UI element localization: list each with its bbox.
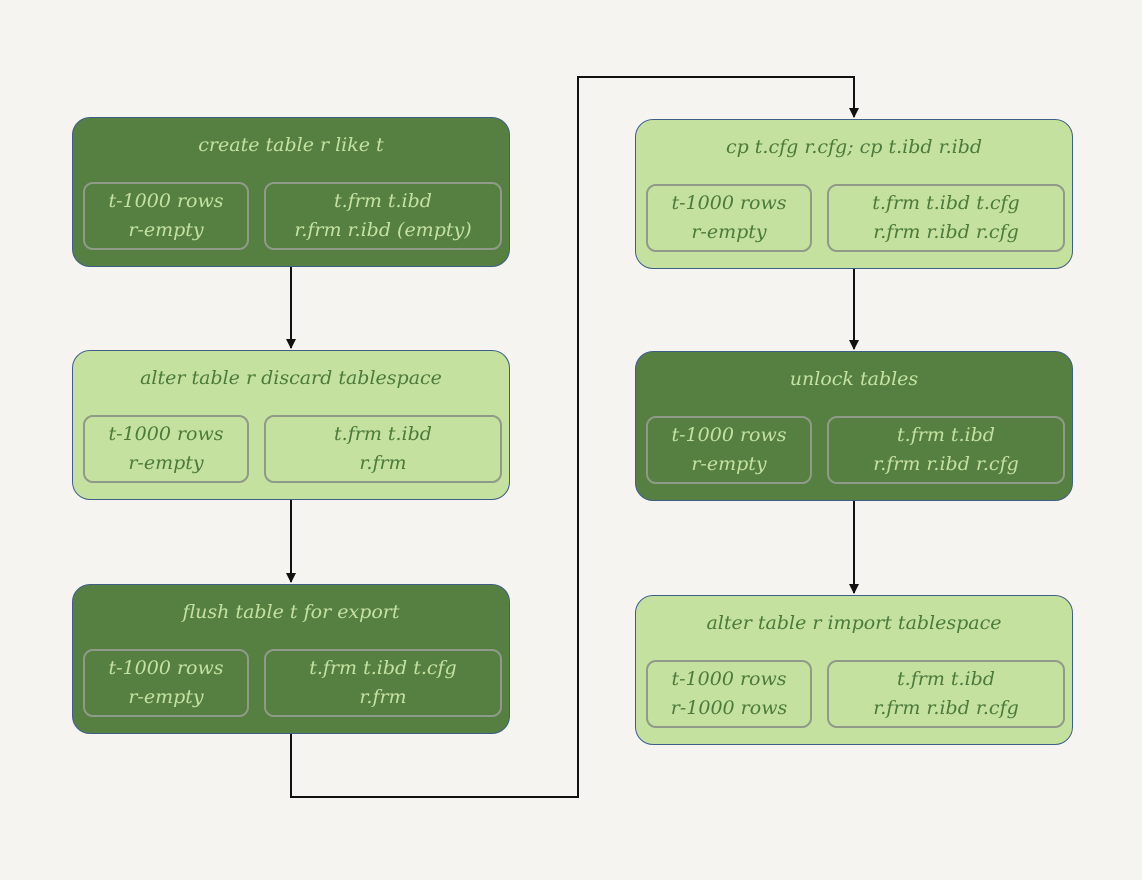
stage-right-panel: t.frm t.ibd r.frm r.ibd (empty) bbox=[264, 182, 502, 250]
stage-left-panel: t-1000 rows r-empty bbox=[646, 416, 812, 484]
panel-line: t-1000 rows bbox=[671, 668, 787, 690]
panel-line: r-1000 rows bbox=[670, 697, 788, 719]
arrow-flush-to-copy bbox=[290, 76, 859, 798]
stage-flush: flush table t for export t-1000 rows r-emp… bbox=[72, 584, 510, 734]
stage-unlock: unlock tables t-1000 rows r-empty t.frm t.i… bbox=[635, 351, 1073, 501]
stage-left-panel: t-1000 rows r-empty bbox=[83, 649, 249, 717]
panel-line: r-empty bbox=[128, 452, 204, 474]
panel-line: r-empty bbox=[691, 221, 767, 243]
panel-line: r.frm r.ibd r.cfg bbox=[873, 221, 1019, 243]
stage-right-panel: t.frm t.ibd t.cfg r.frm bbox=[264, 649, 502, 717]
panel-line: r-empty bbox=[128, 686, 204, 708]
panel-line: r-empty bbox=[128, 219, 204, 241]
panel-line: t.frm t.ibd bbox=[334, 190, 432, 212]
panel-line: t-1000 rows bbox=[671, 424, 787, 446]
stage-right-panel: t.frm t.ibd r.frm r.ibd r.cfg bbox=[827, 660, 1065, 728]
stage-title: cp t.cfg r.cfg; cp t.ibd r.ibd bbox=[725, 136, 983, 158]
stage-left-panel: t-1000 rows r-1000 rows bbox=[646, 660, 812, 728]
panel-line: t-1000 rows bbox=[108, 657, 224, 679]
panel-line: t-1000 rows bbox=[671, 192, 787, 214]
panel-line: r.frm bbox=[359, 686, 407, 708]
panel-line: r-empty bbox=[691, 453, 767, 475]
panel-line: t.frm t.ibd bbox=[897, 668, 995, 690]
panel-line: r.frm r.ibd r.cfg bbox=[873, 697, 1019, 719]
stage-left-panel: t-1000 rows r-empty bbox=[83, 182, 249, 250]
stage-import: alter table r import tablespace t-1000 ro… bbox=[635, 595, 1073, 745]
panel-line: t.frm t.ibd t.cfg bbox=[872, 192, 1020, 214]
panel-line: t.frm t.ibd bbox=[334, 423, 432, 445]
stage-title: alter table r discard tablespace bbox=[140, 367, 442, 389]
stage-title: unlock tables bbox=[789, 368, 919, 390]
stage-right-panel: t.frm t.ibd r.frm bbox=[264, 415, 502, 483]
panel-line: r.frm r.ibd r.cfg bbox=[873, 453, 1019, 475]
panel-line: t.frm t.ibd bbox=[897, 424, 995, 446]
panel-line: t-1000 rows bbox=[108, 190, 224, 212]
stage-left-panel: t-1000 rows r-empty bbox=[83, 415, 249, 483]
stage-title: create table r like t bbox=[198, 134, 384, 156]
stage-left-panel: t-1000 rows r-empty bbox=[646, 184, 812, 252]
stage-right-panel: t.frm t.ibd r.frm r.ibd r.cfg bbox=[827, 416, 1065, 484]
stage-right-panel: t.frm t.ibd t.cfg r.frm r.ibd r.cfg bbox=[827, 184, 1065, 252]
stage-title: flush table t for export bbox=[182, 601, 400, 623]
panel-line: t-1000 rows bbox=[108, 423, 224, 445]
stage-copy: cp t.cfg r.cfg; cp t.ibd r.ibd t-1000 row… bbox=[635, 119, 1073, 269]
panel-line: r.frm r.ibd (empty) bbox=[294, 219, 472, 241]
stage-title: alter table r import tablespace bbox=[706, 612, 1002, 634]
stage-discard: alter table r discard tablespace t-1000 r… bbox=[72, 350, 510, 500]
panel-line: t.frm t.ibd t.cfg bbox=[309, 657, 457, 679]
panel-line: r.frm bbox=[359, 452, 407, 474]
